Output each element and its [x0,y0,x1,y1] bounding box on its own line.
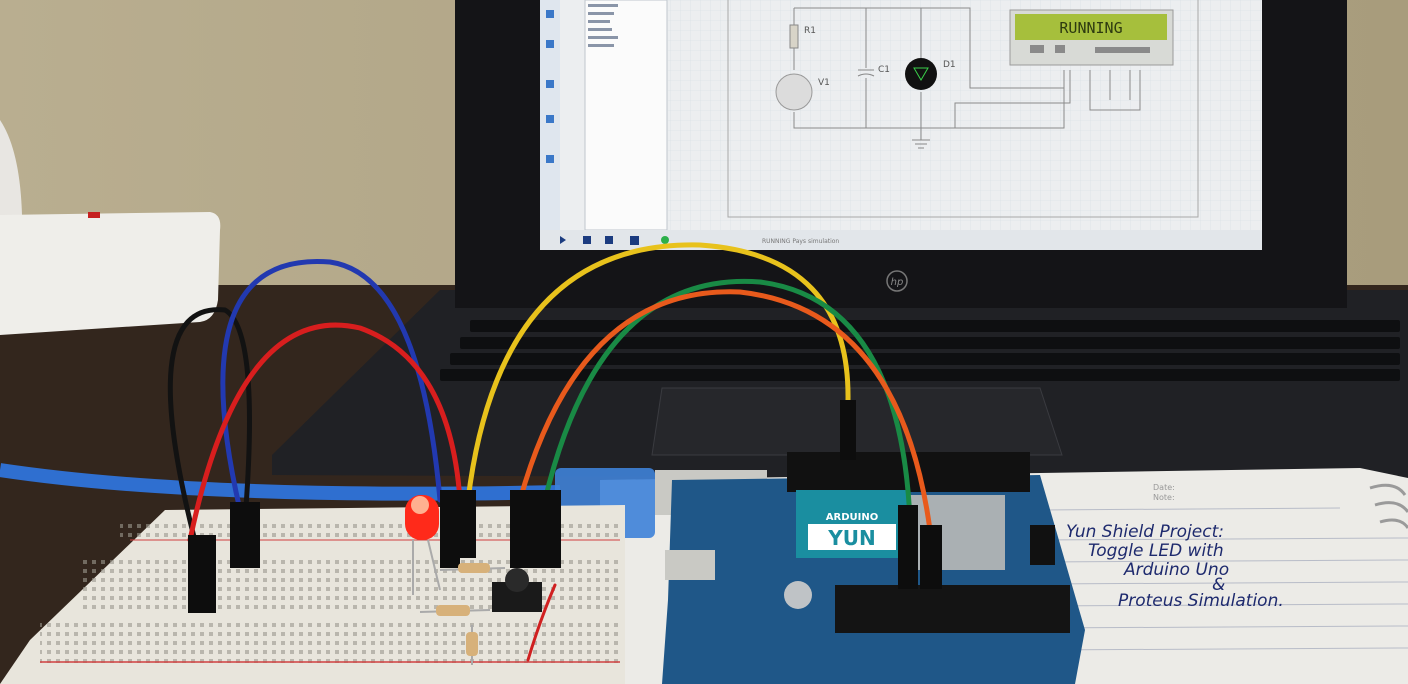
svg-text:Note:: Note: [1153,493,1175,502]
power-strip [0,120,221,335]
wire-black [167,307,252,563]
lcd-text: RUNNING [1059,19,1122,37]
push-button [492,568,542,612]
wire-red [187,322,463,543]
spiral-binding [1369,483,1408,529]
resistors [419,563,506,665]
wire-pins [188,400,942,613]
resistor-r1 [789,24,799,49]
svg-text:ARDUINO: ARDUINO [826,512,878,523]
voltage-source-v1 [775,73,813,111]
keyboard [440,320,1400,381]
laptop-base [272,290,1408,480]
hp-logo: hp [886,270,908,292]
svg-text:&: & [1212,575,1225,595]
svg-text:C1: C1 [878,65,890,75]
svg-text:Toggle LED with: Toggle LED with [1088,541,1224,561]
svg-text:YUN: YUN [827,526,875,550]
schematic-circuit [793,7,1141,140]
svg-text:V1: V1 [818,78,830,88]
laptop-screen: R1 V1 C1 D1 RUNNING RUNNING Pays simulat… [540,0,1262,250]
header-bottom [835,585,1070,633]
capacitor-c1 [857,69,875,77]
led-d1 [905,58,937,90]
status-text: RUNNING Pays simulation [762,238,839,245]
handwritten-note: Yun Shield Project: Toggle LED with Ardu… [1066,522,1284,611]
red-led [405,495,441,595]
svg-text:Yun Shield Project:: Yun Shield Project: [1066,522,1224,542]
svg-text:R1: R1 [804,26,816,36]
jumper-wires [167,242,933,662]
component-panel [584,0,668,231]
lcd-display: RUNNING [1009,9,1174,66]
wire-yellow [465,242,851,503]
svg-text:Date:: Date: [1153,483,1175,492]
arduino-logo: ARDUINO YUN [796,490,909,558]
svg-text:Arduino Uno: Arduino Uno [1123,560,1229,580]
svg-text:D1: D1 [943,60,956,70]
touchpad [651,387,1063,456]
svg-text:hp: hp [891,277,904,288]
svg-text:Proteus Simulation.: Proteus Simulation. [1118,591,1284,611]
arduino-yun-board: ARDUINO YUN [662,452,1085,684]
wire-short-red [526,583,557,662]
wire-orange [517,289,933,533]
